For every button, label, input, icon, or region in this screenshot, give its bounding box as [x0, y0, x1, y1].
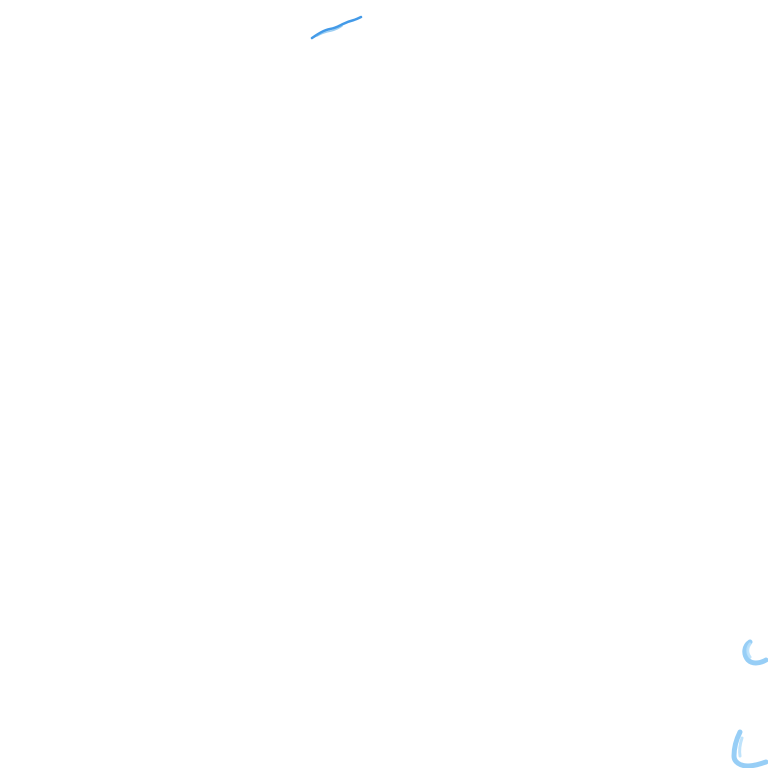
- blue-brush-mark-right: [742, 639, 768, 666]
- blue-brush-mark-bottom-right: [731, 729, 768, 768]
- blue-stroke-fragment-top: [310, 15, 363, 40]
